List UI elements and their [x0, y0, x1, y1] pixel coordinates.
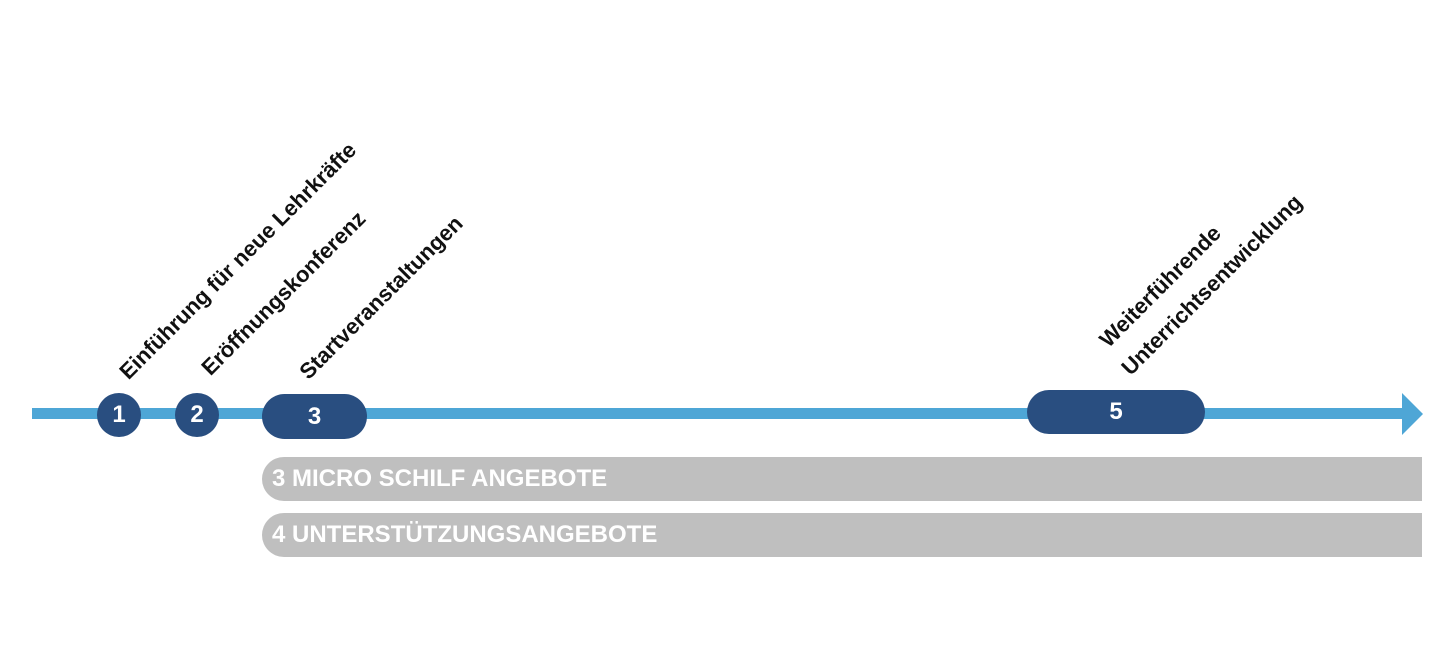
timeline-line	[32, 408, 1410, 419]
milestone-5: 5	[1027, 390, 1205, 434]
milestone-number: 1	[112, 401, 126, 428]
milestone-number: 3	[307, 402, 322, 430]
milestone-1: 1	[97, 393, 141, 437]
unterstuetzung-bar: 4 UNTERSTÜTZUNGSANGEBOTE	[262, 513, 1422, 557]
timeline-arrowhead-icon	[1402, 393, 1423, 435]
milestone-number: 5	[1109, 398, 1123, 425]
milestone-number: 2	[190, 401, 204, 428]
milestone-3: 3	[262, 394, 367, 439]
milestone-2-label: Eröffnungskonferenz	[196, 205, 371, 380]
milestone-2: 2	[175, 393, 219, 437]
micro-schilf-bar: 3 MICRO SCHILF ANGEBOTE	[262, 457, 1422, 501]
